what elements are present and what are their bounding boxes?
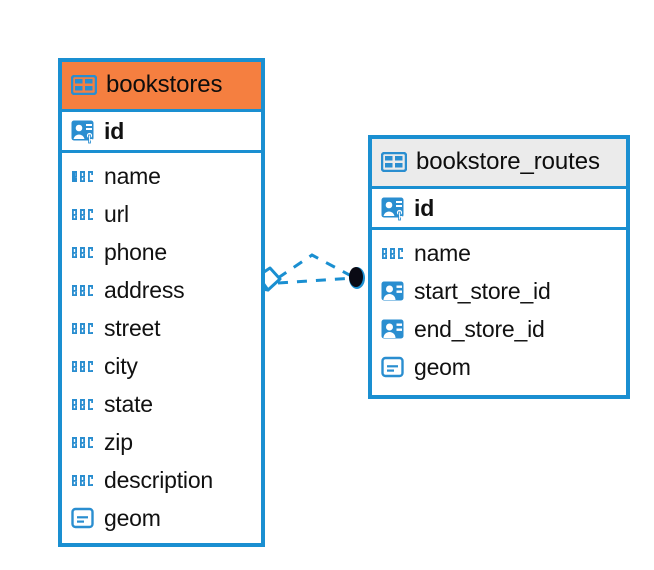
field-row-start-store-id[interactable]: start_store_id <box>372 272 626 310</box>
abc-text-icon <box>71 207 96 222</box>
field-row-phone[interactable]: phone <box>62 233 261 271</box>
field-row-geom[interactable]: geom <box>372 348 626 386</box>
abc-text-icon <box>71 245 96 260</box>
abc-text-icon <box>71 359 96 374</box>
entity-title-bookstores: bookstores <box>106 71 223 98</box>
entity-table-bookstore-routes[interactable]: bookstore_routes id <box>368 135 630 399</box>
field-row-end-store-id[interactable]: end_store_id <box>372 310 626 348</box>
abc-text-icon <box>71 397 96 412</box>
foreign-key-card-icon <box>381 317 406 342</box>
relationship-line-middle <box>277 276 356 285</box>
foreign-key-card-icon <box>381 279 406 304</box>
field-row-url[interactable]: url <box>62 195 261 233</box>
relationship-connector[interactable] <box>250 238 380 328</box>
abc-text-icon <box>71 283 96 298</box>
field-label-start-store-id: start_store_id <box>414 277 551 304</box>
geometry-icon <box>71 507 96 529</box>
entity-header-bookstores[interactable]: bookstores <box>62 62 261 109</box>
entity-table-bookstores[interactable]: bookstores id <box>58 58 265 547</box>
field-list-bookstore-routes: name start_store_id <box>372 230 626 391</box>
field-label-zip: zip <box>104 428 133 455</box>
field-list-bookstores: name <box>62 153 261 542</box>
field-label-end-store-id: end_store_id <box>414 315 545 342</box>
field-row-zip[interactable]: zip <box>62 423 261 461</box>
table-grid-icon <box>380 151 408 173</box>
field-label-id: id <box>104 117 125 144</box>
field-label-name: name <box>414 239 471 266</box>
field-row-description[interactable]: description <box>62 461 261 499</box>
field-row-address[interactable]: address <box>62 271 261 309</box>
abc-text-icon <box>71 169 96 184</box>
relationship-line-upper <box>277 253 356 280</box>
relationship-target-dot <box>349 267 363 287</box>
field-row-name[interactable]: name <box>372 234 626 272</box>
entity-header-bookstore-routes[interactable]: bookstore_routes <box>372 139 626 186</box>
field-label-city: city <box>104 352 138 379</box>
field-row-city[interactable]: city <box>62 347 261 385</box>
primary-key-card-icon <box>71 119 96 144</box>
abc-text-icon <box>71 435 96 450</box>
field-label-geom: geom <box>414 353 471 380</box>
abc-text-icon <box>71 321 96 336</box>
field-row-geom[interactable]: geom <box>62 499 261 537</box>
field-label-geom: geom <box>104 504 161 531</box>
field-row-id[interactable]: id <box>62 112 261 150</box>
field-row-street[interactable]: street <box>62 309 261 347</box>
abc-text-icon <box>71 473 96 488</box>
field-label-street: street <box>104 314 161 341</box>
primary-key-block-bookstores: id <box>62 109 261 153</box>
table-grid-icon <box>70 74 98 96</box>
abc-text-icon <box>381 246 406 261</box>
primary-key-card-icon <box>381 196 406 221</box>
field-label-id: id <box>414 194 435 221</box>
field-row-id[interactable]: id <box>372 189 626 227</box>
field-label-phone: phone <box>104 238 167 265</box>
field-row-name[interactable]: name <box>62 157 261 195</box>
geometry-icon <box>381 356 406 378</box>
entity-title-bookstore-routes: bookstore_routes <box>416 148 600 175</box>
field-label-name: name <box>104 162 161 189</box>
field-row-state[interactable]: state <box>62 385 261 423</box>
field-label-description: description <box>104 466 214 493</box>
field-label-url: url <box>104 200 129 227</box>
field-label-address: address <box>104 276 185 303</box>
field-label-state: state <box>104 390 153 417</box>
primary-key-block-bookstore-routes: id <box>372 186 626 230</box>
